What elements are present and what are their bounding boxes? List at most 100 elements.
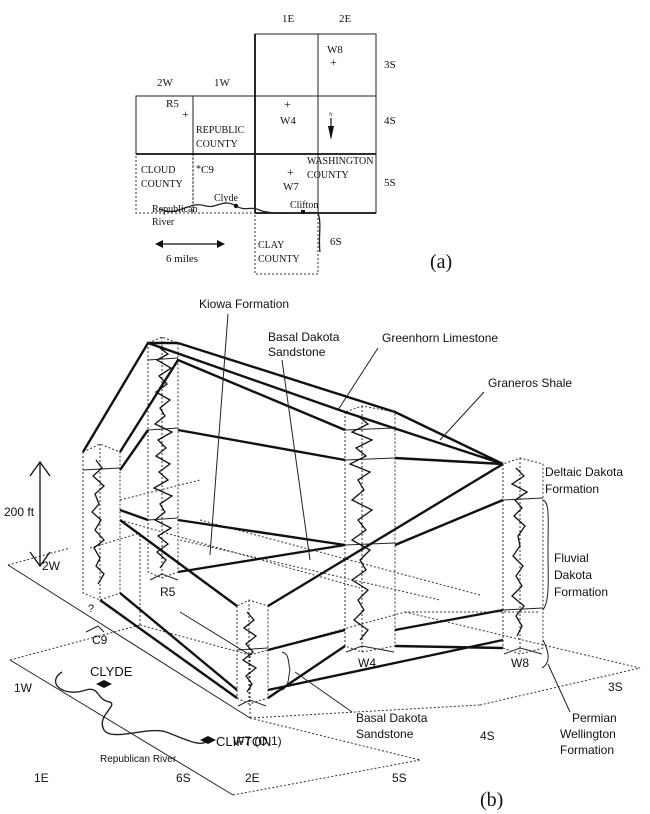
well-marker-w4-icon bbox=[345, 645, 395, 653]
map-square-r5 bbox=[135, 95, 194, 155]
county-label-washington-2: COUNTY bbox=[307, 170, 349, 181]
correlation-base bbox=[99, 592, 504, 699]
map-range-1w: 1W bbox=[214, 77, 231, 89]
leader-basal-bottom bbox=[294, 671, 353, 713]
map-river-label-2: River bbox=[152, 217, 175, 228]
map-square-c9 bbox=[192, 153, 256, 214]
fence-range-1w: 1W bbox=[14, 681, 33, 695]
well-log-c9 bbox=[91, 459, 105, 585]
map-town-clyde: Clyde bbox=[214, 193, 238, 204]
base-grid bbox=[7, 479, 641, 796]
map-town-clifton: Clifton bbox=[290, 200, 318, 211]
map-township-4s: 4S bbox=[384, 115, 396, 127]
label-fluvial-2: Dakota bbox=[554, 568, 592, 582]
map-river-label-1: Republican bbox=[152, 204, 198, 215]
county-label-cloud-2: COUNTY bbox=[141, 179, 183, 190]
county-label-republic-1: REPUBLIC bbox=[196, 125, 245, 136]
label-basal-dakota-bottom-2: Sandstone bbox=[356, 727, 414, 741]
label-permian-3: Formation bbox=[560, 743, 614, 757]
well-log-w7 bbox=[241, 611, 258, 693]
fence-question-mark: ? bbox=[88, 603, 94, 615]
label-deltaic-dakota-1: Deltaic Dakota bbox=[545, 465, 623, 479]
scale-label: 6 miles bbox=[166, 253, 198, 265]
label-fluvial-1: Fluvial bbox=[554, 551, 589, 565]
map-square-w8-west bbox=[254, 33, 319, 97]
map-range-1e: 1E bbox=[282, 13, 295, 25]
map-square-clay bbox=[254, 212, 319, 275]
leader-graneros bbox=[439, 391, 485, 441]
grid-line-dotted-inner bbox=[119, 479, 481, 601]
fence-township-3s: 3S bbox=[608, 680, 623, 694]
fence-diagram: Kiowa Formation Basal Dakota Sandstone G… bbox=[4, 297, 641, 811]
fence-town-clyde: CLYDE bbox=[90, 664, 133, 679]
label-fluvial-3: Formation bbox=[554, 585, 608, 599]
fence-township-6s: 6S bbox=[176, 771, 191, 785]
label-permian-1: Permian bbox=[572, 711, 617, 725]
well-marker-icon: + bbox=[284, 97, 291, 111]
well-marker-w7-icon bbox=[237, 699, 267, 707]
map-well-c9: C9 bbox=[201, 164, 214, 176]
republican-river-fence bbox=[55, 671, 211, 744]
map-well-r5: R5 bbox=[166, 98, 179, 110]
well-marker-c9-icon bbox=[85, 625, 105, 633]
label-greenhorn-limestone: Greenhorn Limestone bbox=[382, 331, 498, 345]
bracket-basal-bottom bbox=[281, 651, 291, 691]
label-basal-dakota-top-1: Basal Dakota bbox=[268, 330, 340, 344]
location-map: 1E 2E 2W 1W 3S 4S 5S 6S W8 + R5 + + W4 +… bbox=[135, 13, 452, 275]
fence-well-w4: W4 bbox=[358, 656, 376, 670]
well-log-w4 bbox=[348, 415, 374, 641]
map-square-4s-east bbox=[317, 95, 377, 155]
fence-well-w8: W8 bbox=[511, 656, 529, 670]
grid-line-solid bbox=[7, 564, 251, 796]
bracket-fluvial bbox=[542, 499, 549, 611]
scale-arrow-left-icon bbox=[155, 240, 163, 248]
vertical-scale-label: 200 ft bbox=[4, 505, 35, 519]
town-clyde-fence-icon bbox=[96, 680, 112, 688]
north-arrow-head-icon bbox=[328, 126, 334, 140]
label-graneros-shale: Graneros Shale bbox=[488, 376, 572, 390]
republican-river-map bbox=[159, 202, 321, 253]
map-township-5s: 5S bbox=[384, 177, 396, 189]
bracket-permian bbox=[541, 639, 549, 669]
leader-basal-dakota-top bbox=[281, 359, 311, 561]
map-well-w4: W4 bbox=[280, 115, 296, 127]
well-column-w4 bbox=[344, 405, 396, 653]
well-marker-w8-icon bbox=[503, 647, 543, 655]
correlation-greenhorn bbox=[119, 428, 504, 471]
county-label-cloud-1: CLOUD bbox=[141, 165, 175, 176]
correlation-middle bbox=[119, 462, 504, 608]
map-well-w8: W8 bbox=[327, 44, 343, 56]
map-well-w7: W7 bbox=[283, 181, 299, 193]
fence-township-4s: 4S bbox=[480, 729, 495, 743]
town-clifton-icon bbox=[301, 210, 305, 214]
leader-permian bbox=[547, 663, 571, 713]
well-logs bbox=[91, 347, 529, 693]
correlation-lines bbox=[81, 341, 504, 699]
panel-label-a: (a) bbox=[430, 251, 452, 273]
fence-town-clifton: CLIFTON bbox=[216, 734, 271, 749]
well-marker-r5-icon bbox=[149, 573, 179, 581]
well-marker-icon: + bbox=[330, 55, 337, 69]
map-township-6s: 6S bbox=[330, 236, 342, 248]
fence-range-2e: 2E bbox=[245, 771, 260, 785]
well-log-w8 bbox=[510, 467, 529, 637]
county-label-clay-1: CLAY bbox=[258, 240, 284, 251]
panel-label-b: (b) bbox=[480, 789, 503, 811]
label-kiowa-formation: Kiowa Formation bbox=[199, 297, 289, 311]
town-clifton-fence-icon bbox=[200, 736, 216, 744]
scale-arrow-right-icon bbox=[217, 240, 225, 248]
fence-river-label: Republican River bbox=[100, 754, 177, 765]
north-label: N bbox=[329, 113, 333, 118]
label-basal-dakota-bottom-1: Basal Dakota bbox=[356, 711, 428, 725]
leader-greenhorn bbox=[337, 347, 379, 411]
fence-township-5s: 5S bbox=[392, 771, 407, 785]
fence-range-2w: 2W bbox=[42, 559, 61, 573]
well-column-w8 bbox=[502, 457, 544, 655]
grid-line-dotted bbox=[7, 532, 641, 796]
correlation-graneros bbox=[118, 358, 346, 453]
correlation-top bbox=[81, 341, 504, 466]
fence-well-w7: W7 (O.1) bbox=[233, 734, 282, 748]
leader-kiowa bbox=[209, 313, 229, 556]
well-columns bbox=[82, 336, 544, 705]
